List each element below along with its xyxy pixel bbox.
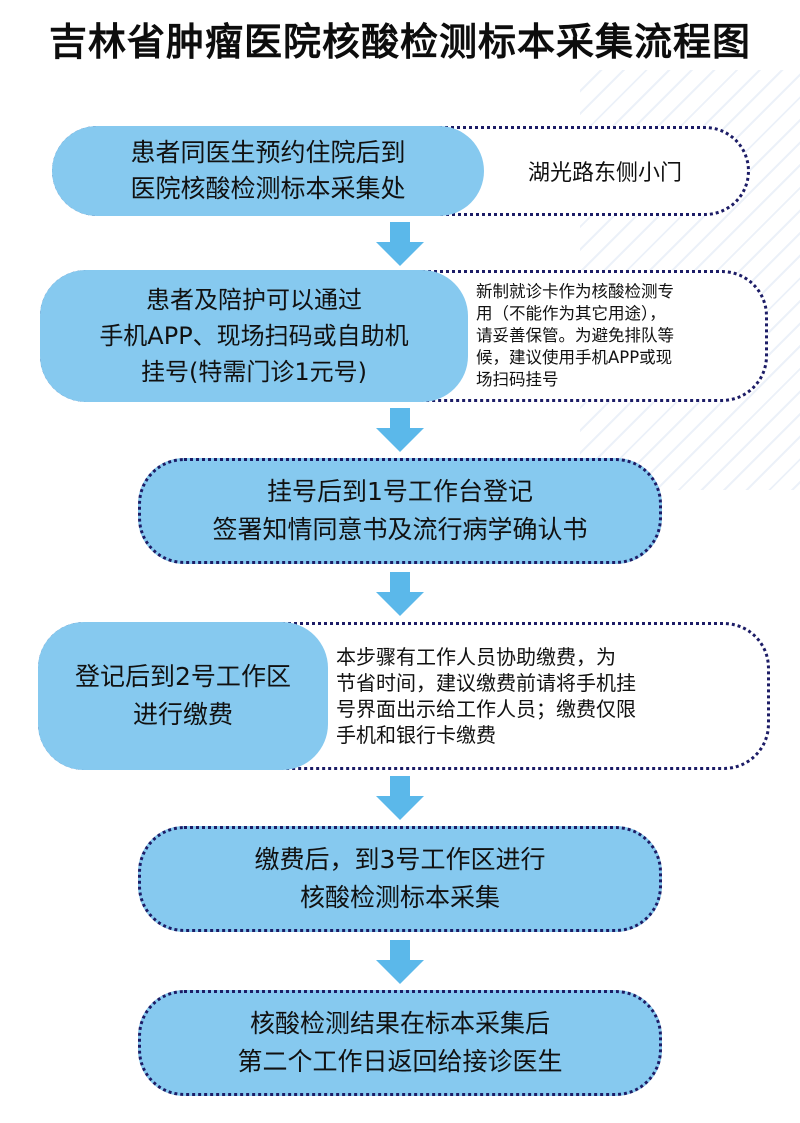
step-1-box: 患者同医生预约住院后到 医院核酸检测标本采集处 <box>52 126 484 216</box>
arrow-down-icon <box>376 408 424 452</box>
step-6-box: 核酸检测结果在标本采集后 第二个工作日返回给接诊医生 <box>138 990 662 1096</box>
arrow-down-icon <box>376 222 424 266</box>
step-4-box: 登记后到2号工作区 进行缴费 <box>38 622 328 770</box>
step-2-box: 患者及陪护可以通过 手机APP、现场扫码或自助机 挂号(特需门诊1元号) <box>40 270 468 402</box>
step-1-note: 湖光路东侧小门 <box>527 161 682 186</box>
step-2-note: 新制就诊卡作为核酸检测专 用（不能作为其它用途）， 请妥善保管。为避免排队等 候… <box>476 282 674 389</box>
page-title: 吉林省肿瘤医院核酸检测标本采集流程图 <box>48 20 751 64</box>
step-5-box: 缴费后，到3号工作区进行 核酸检测标本采集 <box>138 826 662 932</box>
arrow-down-icon <box>376 776 424 820</box>
step-3-box: 挂号后到1号工作台登记 签署知情同意书及流行病学确认书 <box>138 458 662 564</box>
arrow-down-icon <box>376 572 424 616</box>
arrow-down-icon <box>376 940 424 984</box>
step-4-note: 本步骤有工作人员协助缴费，为 节省时间，建议缴费前请将手机挂 号界面出示给工作人… <box>336 645 636 747</box>
